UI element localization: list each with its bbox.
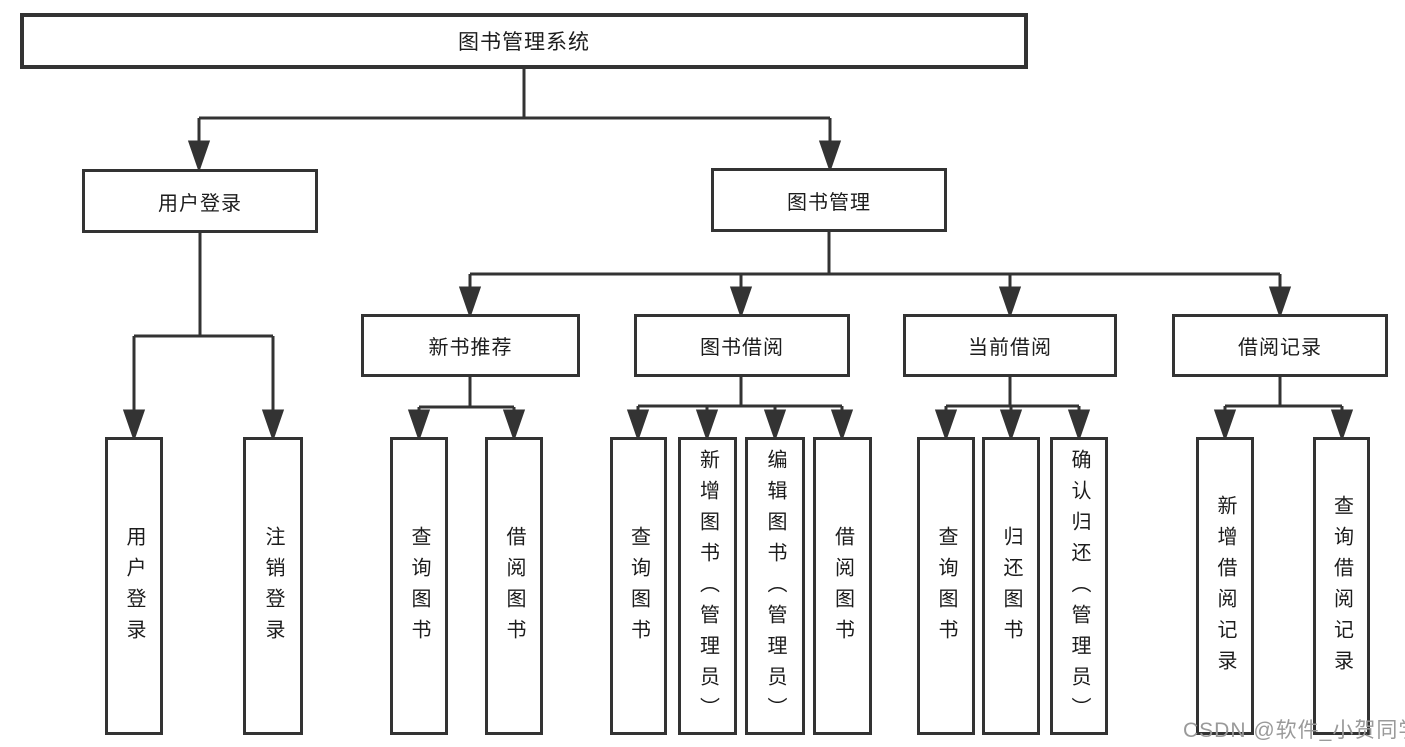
- node-book-borrowing: 图书借阅: [634, 314, 850, 377]
- arrow-down-icon: [999, 409, 1023, 442]
- csdn-watermark: CSDN @软件_小贺同学: [1183, 719, 1405, 742]
- leaf-add-book-admin: 新增图书（管理员）: [678, 437, 737, 735]
- connector-borrow-records: [1213, 377, 1354, 442]
- arrow-down-icon: [458, 286, 482, 319]
- connector-root: [187, 69, 842, 173]
- leaf-query-books-recommend: 查询图书: [390, 437, 448, 735]
- node-book-management: 图书管理: [711, 168, 947, 232]
- arrow-down-icon: [818, 140, 842, 173]
- arrow-down-icon: [502, 409, 526, 442]
- arrow-down-icon: [1067, 409, 1091, 442]
- node-borrow-records: 借阅记录: [1172, 314, 1388, 377]
- arrow-down-icon: [934, 409, 958, 442]
- node-current-borrowing: 当前借阅: [903, 314, 1117, 377]
- arrow-down-icon: [187, 140, 211, 173]
- leaf-query-borrow-record: 查询借阅记录: [1313, 437, 1370, 735]
- leaf-query-books-borrowing: 查询图书: [610, 437, 667, 735]
- arrow-down-icon: [763, 409, 787, 442]
- leaf-query-books-current: 查询图书: [917, 437, 975, 735]
- leaf-user-login: 用户登录: [105, 437, 163, 735]
- leaf-borrow-books-recommend: 借阅图书: [485, 437, 543, 735]
- arrow-down-icon: [998, 286, 1022, 319]
- leaf-add-borrow-record: 新增借阅记录: [1196, 437, 1254, 735]
- leaf-borrow-books: 借阅图书: [813, 437, 872, 735]
- leaf-logout: 注销登录: [243, 437, 303, 735]
- connector-book-borrowing: [626, 377, 854, 442]
- arrow-down-icon: [729, 286, 753, 319]
- node-user-login: 用户登录: [82, 169, 318, 233]
- leaf-confirm-return-admin: 确认归还（管理员）: [1050, 437, 1108, 735]
- arrow-down-icon: [1213, 409, 1237, 442]
- node-new-book-recommend: 新书推荐: [361, 314, 580, 377]
- leaf-edit-book-admin: 编辑图书（管理员）: [745, 437, 805, 735]
- arrow-down-icon: [695, 409, 719, 442]
- node-library-management-system: 图书管理系统: [20, 13, 1028, 69]
- connector-current-borrowing: [934, 377, 1091, 442]
- connector-book-management: [458, 232, 1292, 319]
- arrow-down-icon: [1330, 409, 1354, 442]
- connector-user-login: [122, 233, 285, 442]
- arrow-down-icon: [261, 409, 285, 442]
- arrow-down-icon: [1268, 286, 1292, 319]
- arrow-down-icon: [626, 409, 650, 442]
- arrow-down-icon: [830, 409, 854, 442]
- connector-new-book-recommend: [407, 377, 526, 442]
- arrow-down-icon: [122, 409, 146, 442]
- arrow-down-icon: [407, 409, 431, 442]
- leaf-return-books: 归还图书: [982, 437, 1040, 735]
